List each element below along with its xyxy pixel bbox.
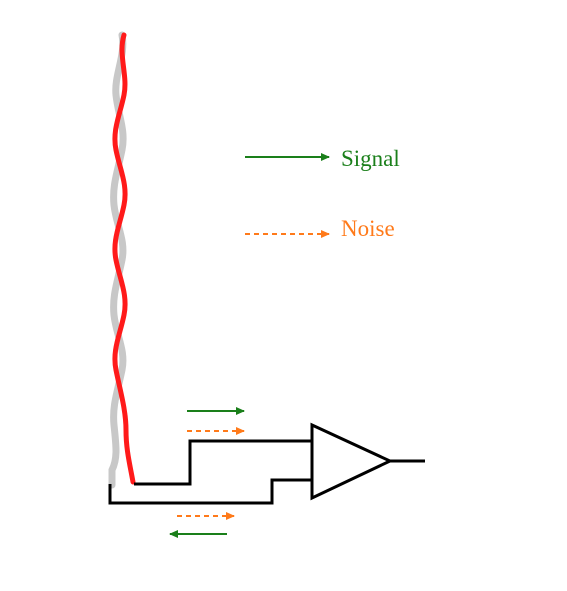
lower-flow-arrows [169,512,235,538]
amplifier-symbol [310,422,394,501]
upper-conductor [134,439,312,486]
red-wire [112,32,136,485]
twisted-pair-cable [108,31,136,489]
circuit-wiring [108,422,425,505]
upper-flow-arrows [187,407,245,435]
legend-noise-label: Noise [341,216,395,241]
lower-conductor [108,478,312,505]
legend-signal-label: Signal [341,146,400,171]
legend: Signal Noise [245,146,400,241]
